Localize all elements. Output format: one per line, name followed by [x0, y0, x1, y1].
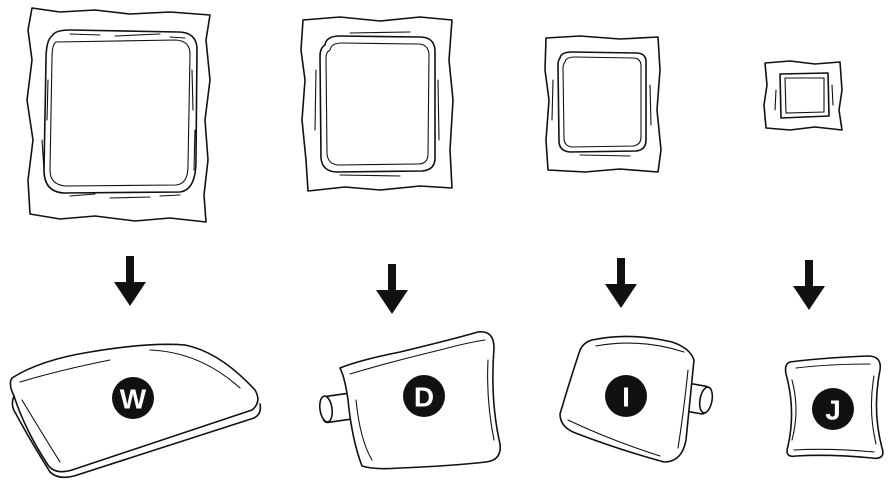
fabric-piece-tiny [764, 61, 842, 130]
badge-i: I [605, 375, 647, 417]
badge-label-d: D [414, 382, 434, 413]
fabric-piece-large [27, 8, 210, 222]
badge-label-w: W [120, 384, 147, 415]
arrow-down-3 [605, 258, 637, 308]
arrow-down-1 [114, 256, 146, 306]
fabric-piece-medium [301, 17, 453, 191]
arrow-down-4 [793, 260, 825, 310]
badge-j: J [812, 388, 854, 430]
badge-label-j: J [825, 395, 841, 426]
badge-d: D [403, 375, 445, 417]
arrow-down-2 [376, 264, 408, 314]
badge-label-i: I [622, 382, 630, 413]
badge-w: W [112, 377, 154, 419]
fabric-piece-small [545, 36, 661, 172]
